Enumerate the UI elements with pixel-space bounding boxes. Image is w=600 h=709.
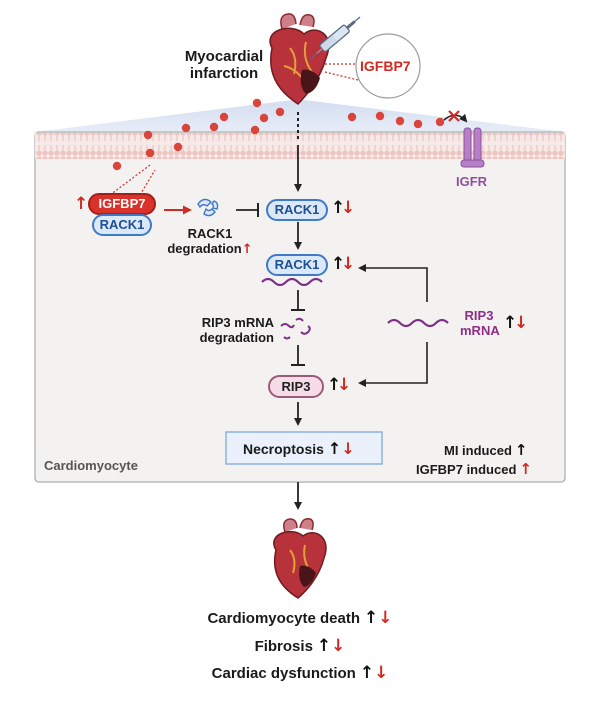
outcome-fibrosis-down-arrow: ↓ <box>331 636 346 656</box>
rip3-mrna-line1: RIP3 <box>464 308 494 323</box>
outcome-dysfunction: Cardiac dysfunction↑↓ <box>0 663 600 684</box>
necroptosis-text: Necroptosis <box>243 441 324 457</box>
rack1-top: RACK1 <box>266 199 328 221</box>
outcome-dysfunction-down-arrow: ↓ <box>374 663 389 683</box>
rack1-fragments <box>197 198 219 217</box>
mi-label: Myocardial infarction <box>166 48 282 83</box>
igfbp7-bubble <box>355 33 421 99</box>
rack1-bound-down-arrow: ↓ <box>341 254 356 274</box>
necroptosis-label: Necroptosis↑↓ <box>243 439 355 458</box>
outcome-death-down-arrow: ↓ <box>378 608 393 628</box>
complex-dotted-b <box>139 169 156 196</box>
mrna-to-rack1-loop <box>358 264 428 302</box>
rip3-mrna-fragments <box>280 317 311 340</box>
rip3-protein: RIP3 <box>268 375 324 398</box>
rip3-mrna-down-arrow: ↓ <box>514 313 529 333</box>
rack1-bound-up-arrow: ↑ <box>331 254 346 274</box>
rack1-top-down-arrow: ↓ <box>341 198 356 218</box>
outcome-fibrosis-text: Fibrosis <box>254 638 313 655</box>
rip3-mrna-label: RIP3 mRNA <box>460 308 500 339</box>
legend-igfbp7: IGFBP7 induced↑ <box>416 460 532 478</box>
blood-fan <box>35 100 565 132</box>
rip3-mrna-degradation-line2: degradation <box>199 329 274 345</box>
outcome-dysfunction-text: Cardiac dysfunction <box>211 665 356 682</box>
outcome-fibrosis: Fibrosis↑↓ <box>0 636 600 657</box>
necroptosis-down-arrow: ↓ <box>341 439 355 458</box>
rip3-down-arrow: ↓ <box>337 375 352 395</box>
legend-igfbp7-arrow: ↑ <box>519 460 532 478</box>
mi-label-line1: Myocardial <box>184 48 264 65</box>
complex-rack1: RACK1 <box>92 214 152 236</box>
complex-igfbp7: IGFBP7 <box>88 193 156 215</box>
cardiomyocyte-label: Cardiomyocyte <box>44 458 138 473</box>
outcome-fibrosis-up-arrow: ↑ <box>316 636 332 656</box>
cell-body <box>34 131 566 483</box>
rip3-mrna-degradation-line1: RIP3 mRNA <box>201 315 274 330</box>
rip3-mrna-line2: mRNA <box>460 322 500 338</box>
igfr-receptor <box>460 127 485 168</box>
heart-icon-top <box>269 13 330 105</box>
mi-label-line2: infarction <box>189 65 259 83</box>
rack1-top-up-arrow: ↑ <box>331 198 346 218</box>
degradation-up-arrow-red: ↑ <box>241 241 253 257</box>
cell-membrane <box>35 133 565 159</box>
mrna-to-rip3-loop <box>358 342 428 387</box>
outcome-death-text: Cardiomyocyte death <box>207 610 361 627</box>
necroptosis-up-arrow: ↑ <box>327 439 342 458</box>
igfbp7-bubble-label: IGFBP7 <box>360 58 411 74</box>
rack1-degradation-label: RACK1 degradation↑ <box>164 226 256 258</box>
outcome-death: Cardiomyocyte death↑↓ <box>0 608 600 629</box>
heart-icon-bottom <box>273 517 327 599</box>
legend-mi: MI induced↑ <box>444 441 528 459</box>
rack1-degradation-line1: RACK1 <box>187 226 233 241</box>
rack1-bound: RACK1 <box>266 254 328 276</box>
mrna-wave-free <box>387 318 449 328</box>
complex-up-arrow-red: ↑ <box>74 194 89 214</box>
rip3-mrna-up-arrow: ↑ <box>503 313 518 333</box>
igfbp7-particles <box>112 98 445 171</box>
legend-mi-text: MI induced <box>444 443 512 458</box>
syringe-icon <box>309 16 361 60</box>
legend-igfbp7-text: IGFBP7 induced <box>416 462 517 477</box>
blocked-x <box>448 110 460 122</box>
outcome-death-up-arrow: ↑ <box>364 608 379 628</box>
rip3-mrna-degradation-label: RIP3 mRNA degradation <box>180 315 274 346</box>
igfr-label: IGFR <box>456 174 488 189</box>
rip3-up-arrow: ↑ <box>327 375 342 395</box>
complex-dotted <box>109 164 151 196</box>
legend-mi-arrow: ↑ <box>514 441 528 459</box>
rack1-degradation-line2: degradation↑ <box>167 240 253 257</box>
necroptosis-box <box>225 431 383 465</box>
mrna-wave-bound <box>261 277 323 287</box>
outcome-dysfunction-up-arrow: ↑ <box>359 663 375 683</box>
